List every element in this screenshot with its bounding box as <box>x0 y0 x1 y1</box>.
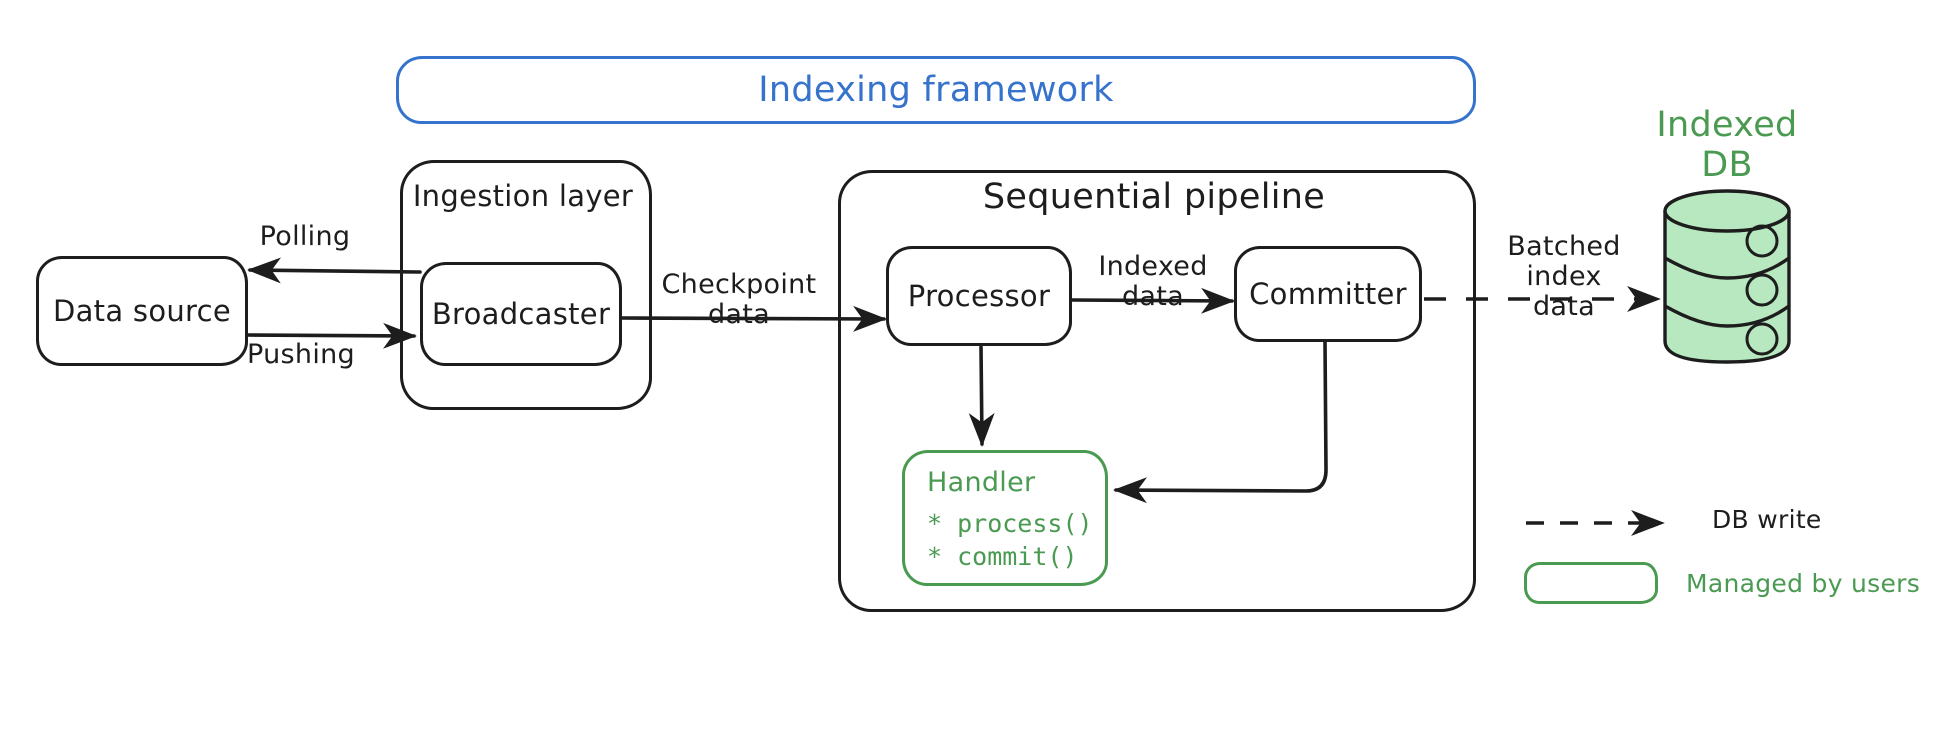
node-committer-label: Committer <box>1249 277 1407 311</box>
container-sequential-pipeline <box>838 170 1476 612</box>
legend-item-db-write: DB write <box>1526 505 1822 534</box>
node-data-source[interactable]: Data source <box>36 256 248 366</box>
edge-label-indexed-data: Indexed data <box>1098 251 1208 313</box>
container-sequential-pipeline-label: Sequential pipeline <box>982 177 1326 217</box>
node-handler[interactable]: Handler * process() * commit() <box>902 450 1108 586</box>
node-handler-title: Handler <box>927 467 1036 498</box>
edge-label-batched-index-data: Batched index data <box>1507 231 1621 323</box>
node-handler-item-process: * process() <box>927 509 1093 538</box>
node-processor-label: Processor <box>907 279 1051 313</box>
legend-label-managed-by-users: Managed by users <box>1686 568 1921 598</box>
node-broadcaster-label: Broadcaster <box>431 297 611 331</box>
indexed-db-cylinder <box>1663 189 1791 364</box>
legend-item-managed-by-users: Managed by users <box>1524 562 1920 604</box>
node-processor[interactable]: Processor <box>886 246 1072 346</box>
node-handler-item-commit: * commit() <box>927 542 1078 571</box>
indexing-framework-banner: Indexing framework <box>396 56 1476 124</box>
indexed-db-label-line1: Indexed <box>1656 105 1798 145</box>
edge-polling-line <box>247 257 422 284</box>
edge-pushing-line <box>244 322 417 349</box>
node-data-source-label: Data source <box>52 294 232 328</box>
edge-label-checkpoint-data: Checkpoint data <box>661 269 817 331</box>
edge-label-pushing: Pushing <box>247 339 355 370</box>
legend-swatch-managed-by-users <box>1524 562 1658 604</box>
legend-label-db-write: DB write <box>1712 505 1822 534</box>
indexing-framework-label: Indexing framework <box>758 70 1114 110</box>
container-ingestion-layer <box>400 160 652 410</box>
edge-label-polling: Polling <box>259 221 351 252</box>
node-broadcaster[interactable]: Broadcaster <box>420 262 622 366</box>
container-ingestion-layer-label: Ingestion layer <box>412 179 634 213</box>
node-committer[interactable]: Committer <box>1234 246 1422 342</box>
indexed-db-label-line2: DB <box>1701 145 1753 185</box>
